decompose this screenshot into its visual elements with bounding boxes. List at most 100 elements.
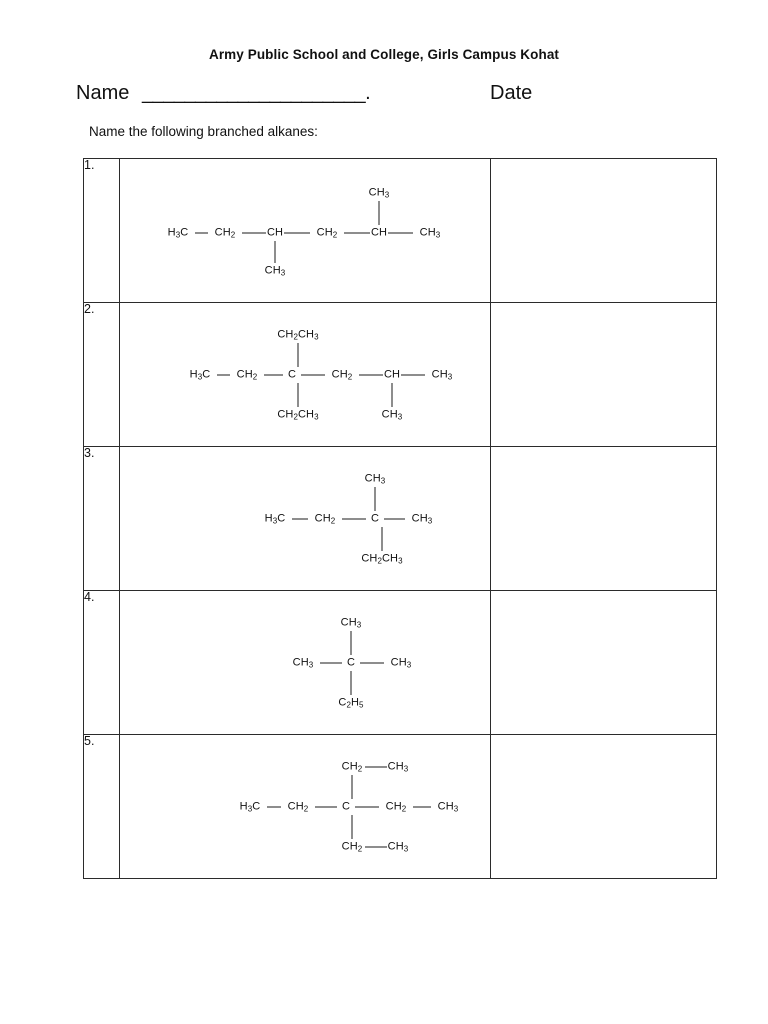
atom-label: C [370,512,380,525]
atom-label: CH3 [437,800,459,814]
bond-horizontal [195,232,208,234]
atom-label: H3C [264,512,286,526]
bond-vertical [350,631,352,655]
bond-horizontal [217,374,230,376]
atom-label: CH3 [431,368,453,382]
answer-cell[interactable] [490,590,717,735]
bond-horizontal [267,806,281,808]
answer-cell[interactable] [490,446,717,591]
row-number: 4. [83,590,120,735]
atom-label: H3C [239,800,261,814]
answer-cell[interactable] [490,158,717,303]
name-blank-line[interactable]: _____________________. [142,82,371,104]
row-number: 5. [83,734,120,879]
bond-vertical [350,671,352,695]
branch-label: CH3 [264,264,286,278]
bond-horizontal [315,806,337,808]
branch-label: CH2 [341,760,363,774]
bond-horizontal [413,806,431,808]
atom-label: CH3 [419,226,441,240]
atom-label: CH3 [411,512,433,526]
bond-vertical [381,527,383,551]
bond-vertical [274,241,276,263]
atom-label: CH2 [331,368,353,382]
bond-horizontal [355,806,379,808]
bond-vertical [351,815,353,839]
answer-cell[interactable] [490,302,717,447]
atom-label: H3C [167,226,189,240]
bond-vertical [351,775,353,799]
bond-horizontal [242,232,266,234]
atom-label: CH [266,226,284,239]
bond-horizontal [360,662,384,664]
bond-horizontal [264,374,283,376]
bond-horizontal [384,518,405,520]
date-label: Date [490,82,533,104]
row-number: 1. [83,158,120,303]
atom-label: C [346,656,356,669]
branch-label: CH3 [381,408,403,422]
atom-label: CH3 [390,656,412,670]
atom-label: CH [370,226,388,239]
name-date-row: Name _____________________. Date [76,82,716,112]
bond-horizontal [359,374,383,376]
bond-vertical [391,383,393,407]
branch-label: CH2CH3 [361,552,403,566]
branch-label: CH2CH3 [277,408,319,422]
atom-label: C [287,368,297,381]
bond-horizontal [401,374,425,376]
atom-label: CH2 [214,226,236,240]
bond-horizontal [342,518,366,520]
bond-horizontal [344,232,370,234]
atom-label: CH2 [287,800,309,814]
branch-label: CH2 [341,840,363,854]
branch-label: CH2CH3 [277,328,319,342]
bond-vertical [378,201,380,225]
atom-label: H3C [189,368,211,382]
atom-label: CH2 [385,800,407,814]
bond-horizontal [301,374,325,376]
branch-label: CH3 [364,472,386,486]
branch-label: CH3 [340,616,362,630]
atom-label: C [341,800,351,813]
atom-label: CH2 [314,512,336,526]
branch-tail-label: CH3 [387,760,409,774]
bond-horizontal [388,232,413,234]
branch-label: CH3 [368,186,390,200]
bond-horizontal [320,662,342,664]
bond-horizontal [365,766,387,768]
row-number: 2. [83,302,120,447]
instruction-text: Name the following branched alkanes: [89,124,318,139]
branch-label: C2H5 [338,696,364,710]
school-title: Army Public School and College, Girls Ca… [208,47,560,62]
bond-horizontal [292,518,308,520]
name-label: Name [76,82,130,104]
bond-vertical [297,383,299,407]
bond-horizontal [284,232,310,234]
atom-label: CH [383,368,401,381]
atom-label: CH3 [292,656,314,670]
bond-vertical [297,343,299,367]
answer-cell[interactable] [490,734,717,879]
bond-horizontal [365,846,387,848]
branch-tail-label: CH3 [387,840,409,854]
row-number: 3. [83,446,120,591]
atom-label: CH2 [316,226,338,240]
